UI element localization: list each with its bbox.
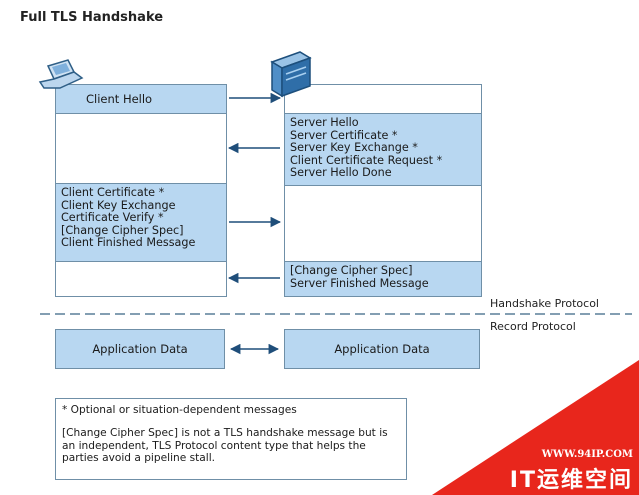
watermark-brand: IT运维空间	[509, 468, 633, 493]
handshake-protocol-label: Handshake Protocol	[490, 297, 599, 310]
diagram-title: Full TLS Handshake	[20, 10, 164, 25]
footnote-optional: * Optional or situation-dependent messag…	[62, 404, 297, 416]
laptop-icon	[38, 59, 84, 89]
server-icon	[270, 51, 312, 98]
record-protocol-label: Record Protocol	[490, 320, 576, 333]
footnote-change-cipher-spec: [Change Cipher Spec] is not a TLS handsh…	[62, 427, 388, 464]
server-finished-block: [Change Cipher Spec] Server Finished Mes…	[290, 264, 429, 290]
client-key-exchange-box: Client Certificate * Client Key Exchange…	[56, 183, 226, 261]
client-empty-segment	[56, 113, 226, 183]
server-hello-box: Server Hello Server Certificate * Server…	[285, 113, 481, 185]
client-hello-box: Client Hello	[56, 85, 226, 113]
server-application-data-label: Application Data	[334, 342, 430, 356]
server-column: Server Hello Server Certificate * Server…	[284, 84, 482, 297]
server-empty-segment	[285, 185, 481, 261]
client-hello-label: Client Hello	[86, 92, 153, 106]
client-messages-block: Client Certificate * Client Key Exchange…	[61, 186, 196, 250]
watermark-logo	[432, 360, 639, 495]
server-messages-block: Server Hello Server Certificate * Server…	[290, 116, 443, 180]
footnote-box: * Optional or situation-dependent messag…	[55, 398, 407, 480]
server-finished-box: [Change Cipher Spec] Server Finished Mes…	[285, 261, 481, 296]
client-application-data-label: Application Data	[92, 342, 188, 356]
watermark-url: WWW.94IP.COM	[541, 449, 633, 460]
client-application-data-box: Application Data	[55, 329, 225, 369]
client-column: Client Hello Client Certificate * Client…	[55, 84, 227, 297]
server-application-data-box: Application Data	[284, 329, 480, 369]
client-bottom-segment	[56, 261, 226, 296]
